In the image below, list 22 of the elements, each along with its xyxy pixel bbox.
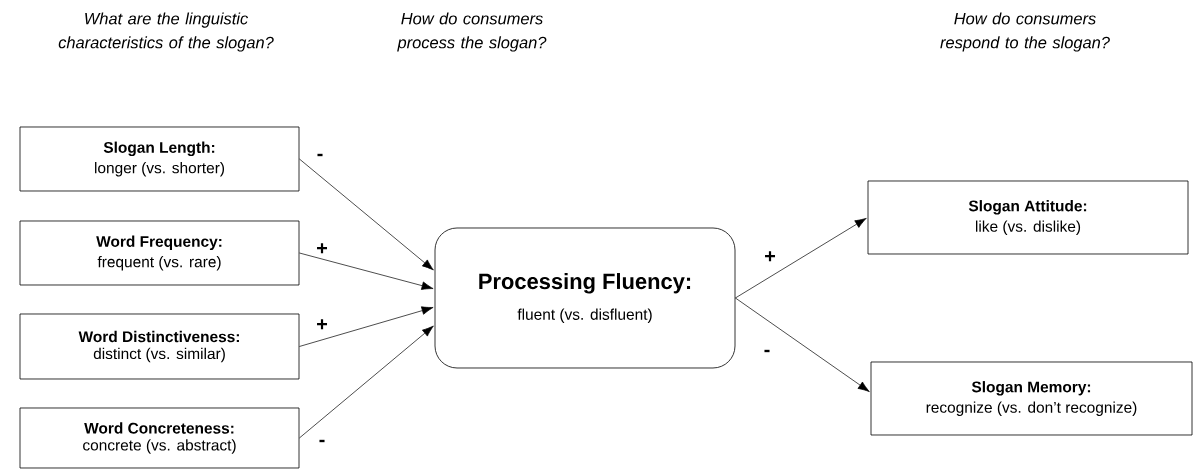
sign-label: + [315, 242, 329, 256]
sign-label: - [315, 152, 325, 162]
sign-label: + [763, 250, 777, 264]
process-box: Processing Fluency: fluent (vs. disfluent) [434, 227, 736, 369]
column-heading: How do consumers respond to the slogan? [940, 12, 1110, 52]
variable-box: Word Distinctiveness: distinct (vs. similar) [19, 313, 300, 380]
arrow [735, 297, 870, 392]
arrow [735, 217, 867, 299]
variable-box: Slogan Length: longer (vs. shorter) [19, 126, 300, 192]
arrow [299, 158, 434, 271]
sign-label: - [317, 438, 327, 448]
arrow [299, 306, 434, 347]
variable-box: Slogan Attitude: like (vs. dislike) [867, 180, 1189, 255]
column-heading: What are the linguistic characteristics of the slogan? [58, 12, 274, 52]
sign-label: - [762, 348, 772, 358]
variable-box: Slogan Memory: recognize (vs. don’t recognize) [870, 361, 1193, 436]
arrow [299, 252, 434, 290]
variable-box: Word Concreteness: concrete (vs. abstract) [19, 407, 300, 469]
column-heading: How do consumers process the slogan? [397, 12, 547, 52]
arrow [299, 325, 434, 439]
variable-box: Word Frequency: frequent (vs. rare) [19, 220, 300, 286]
sign-label: + [315, 318, 329, 332]
